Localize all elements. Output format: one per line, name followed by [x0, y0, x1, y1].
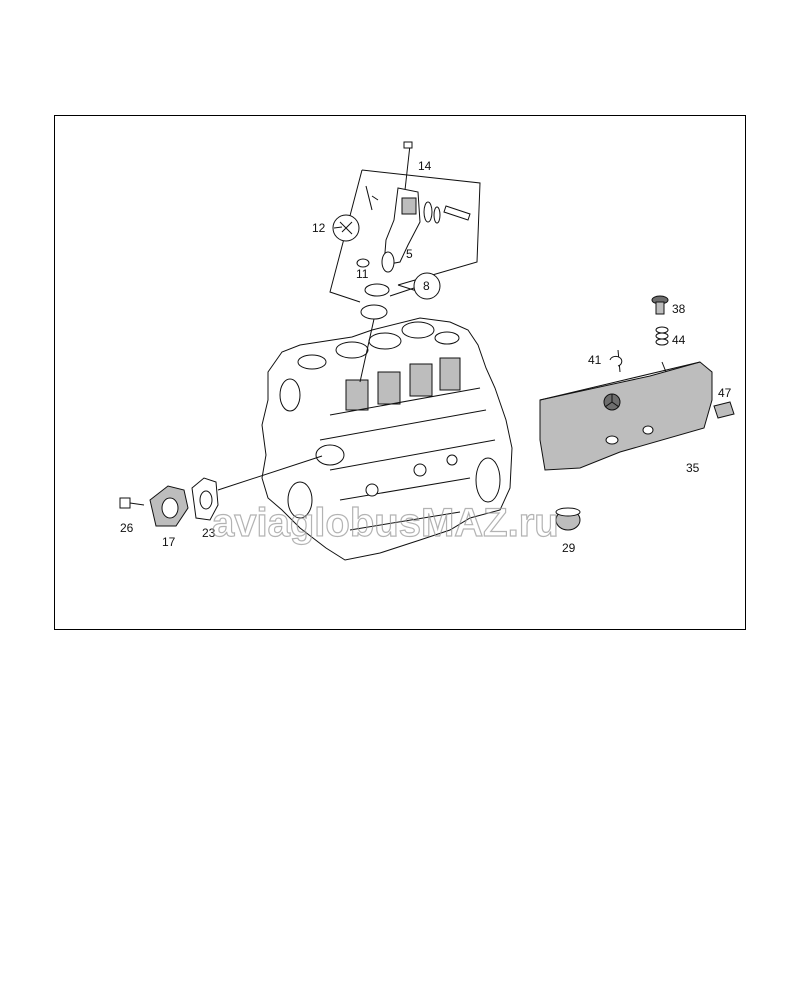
callout-23: 23 — [202, 526, 216, 540]
callout-labels: 14 12 5 11 8 38 44 41 47 35 26 17 23 29 — [120, 159, 732, 555]
injection-pump-assembly — [329, 141, 481, 383]
callout-29: 29 — [562, 541, 576, 555]
callout-11: 11 — [356, 267, 369, 281]
callout-17: 17 — [162, 535, 176, 549]
watermark-text: aviaglobusMAZ.ru — [212, 501, 559, 545]
part-17-housing — [149, 485, 189, 527]
callout-47: 47 — [718, 386, 732, 400]
part-26-bolt — [119, 497, 145, 509]
part-23-gasket — [191, 455, 323, 521]
part-41-clip — [609, 355, 623, 367]
callout-14: 14 — [418, 159, 432, 173]
callout-12: 12 — [312, 221, 326, 235]
diagram-frame — [54, 115, 746, 630]
callout-38: 38 — [672, 302, 686, 316]
callout-26: 26 — [120, 521, 134, 535]
part-38-bolt — [651, 295, 669, 315]
callout-5: 5 — [406, 247, 413, 261]
cylinder-head-cover — [539, 349, 713, 471]
engine-block — [261, 317, 513, 561]
callout-35: 35 — [686, 461, 700, 475]
part-47-bracket — [713, 401, 735, 419]
callout-41: 41 — [588, 353, 602, 367]
callout-44: 44 — [672, 333, 686, 347]
part-29-plug — [555, 507, 581, 531]
part-44-spring — [655, 326, 669, 346]
callout-8: 8 — [423, 279, 430, 293]
